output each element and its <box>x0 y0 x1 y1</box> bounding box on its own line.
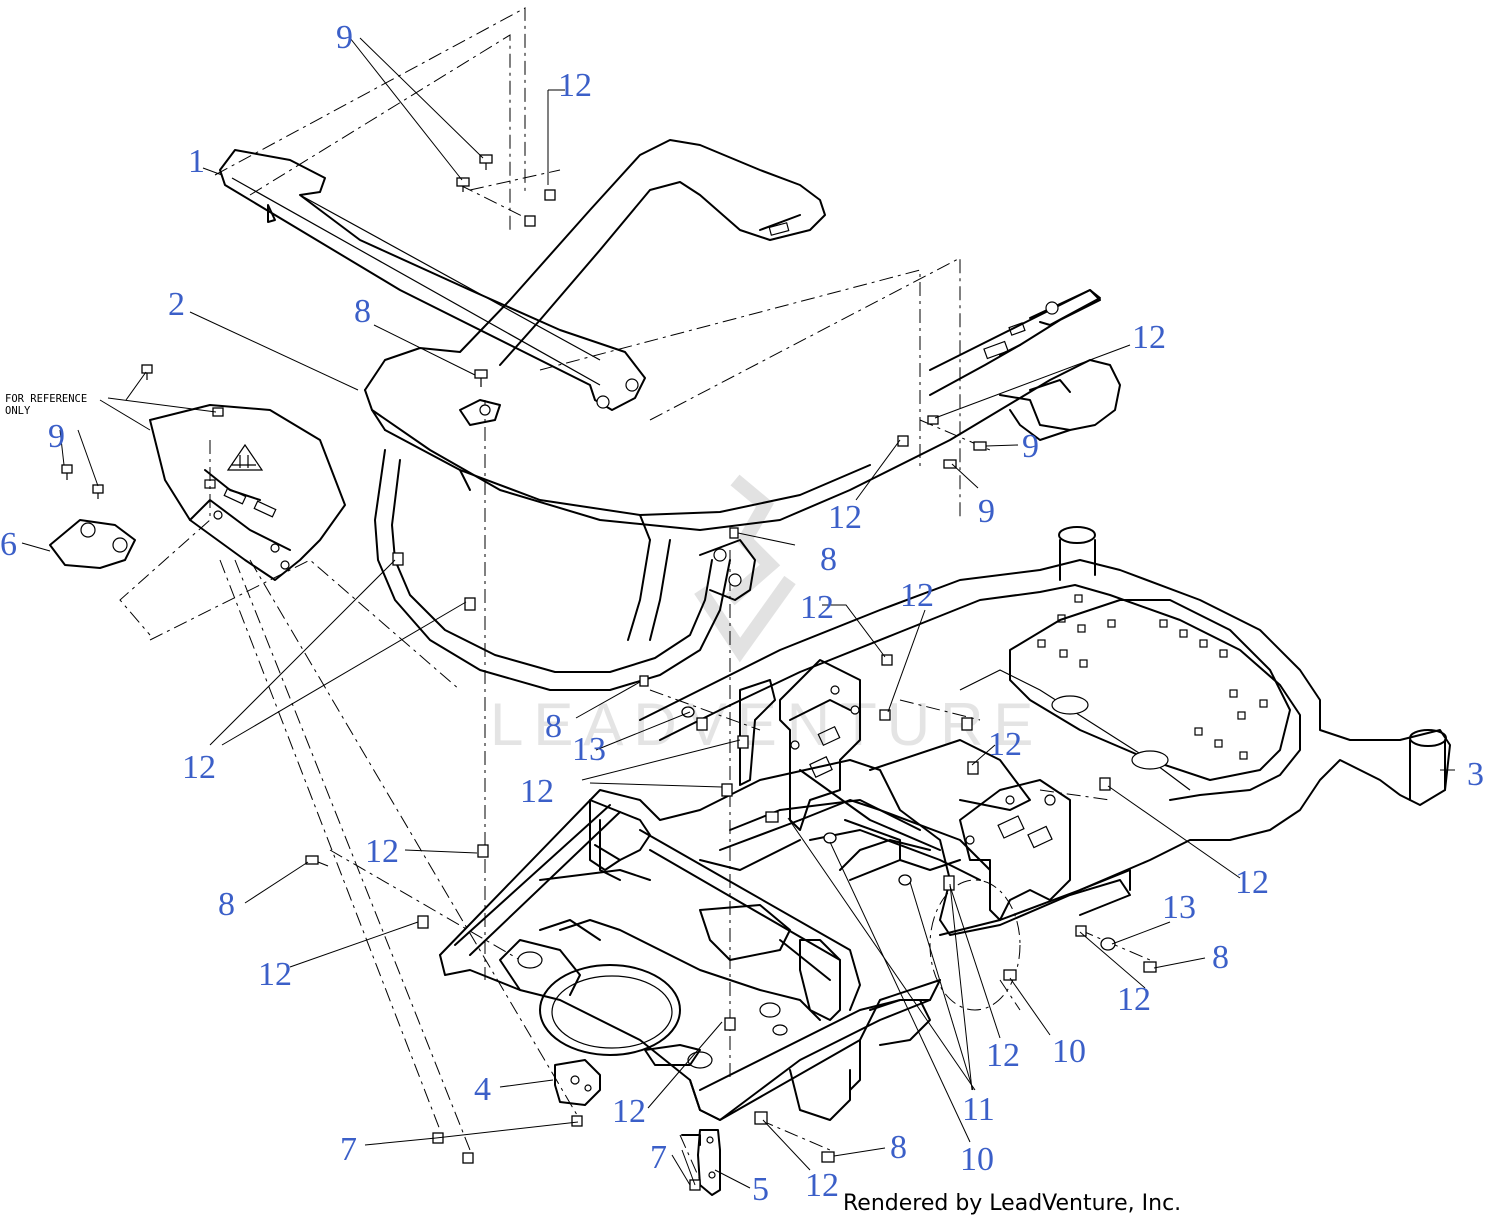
bolt <box>943 459 957 469</box>
bolt <box>474 369 488 387</box>
callout-12-far-lower-left: 12 <box>258 956 292 993</box>
shield-cover-assembly <box>149 404 346 581</box>
bolt <box>61 464 73 480</box>
callout-12-left: 12 <box>182 749 216 786</box>
callout-13-right: 13 <box>1162 889 1196 926</box>
alignment-lines <box>119 7 1151 1181</box>
nut <box>524 215 536 227</box>
nut <box>1099 777 1111 791</box>
callout-7-left: 7 <box>340 1131 357 1168</box>
callout-2: 2 <box>168 286 185 323</box>
upper-fender-panel <box>219 149 646 411</box>
callout-7-right: 7 <box>650 1139 667 1176</box>
bolt <box>821 1151 835 1163</box>
callout-9-right-upper: 9 <box>1022 428 1039 465</box>
callout-11: 11 <box>962 1091 995 1128</box>
credit-text: Rendered by LeadVenture, Inc. <box>843 1191 1181 1216</box>
reference-note: FOR REFERENCE ONLY <box>5 393 87 417</box>
bolt <box>571 1115 583 1127</box>
washer <box>898 874 912 886</box>
callout-8-center: 8 <box>820 541 837 578</box>
callout-12-upper-right: 12 <box>1132 319 1166 356</box>
nut <box>897 435 909 447</box>
bolt <box>729 527 739 539</box>
callout-12-lower-left: 12 <box>365 833 399 870</box>
rollover-frame-tube <box>364 139 1121 691</box>
bolt <box>973 441 987 451</box>
nut <box>737 735 749 749</box>
nut <box>724 1017 736 1031</box>
callout-12-bottom: 12 <box>805 1167 839 1204</box>
watermark-text: LEADVENTURE <box>490 691 1043 758</box>
bolt <box>141 364 153 380</box>
bolt <box>1075 925 1087 937</box>
callout-6: 6 <box>0 526 17 563</box>
callout-3: 3 <box>1467 756 1484 793</box>
callout-8-left: 8 <box>218 886 235 923</box>
nut <box>464 597 476 611</box>
callout-12-right: 12 <box>1235 864 1269 901</box>
callout-9-left: 9 <box>48 418 65 455</box>
bolt <box>927 415 939 425</box>
callout-10-bottom: 10 <box>960 1141 994 1178</box>
washer <box>681 706 695 718</box>
mount-plate-part-6 <box>49 519 136 569</box>
callout-12-center-upper: 12 <box>828 499 862 536</box>
callout-12-bottom-center: 12 <box>612 1093 646 1130</box>
reference-note-line2: ONLY <box>5 405 31 417</box>
callout-12-mid-left: 12 <box>520 773 554 810</box>
nut <box>417 915 429 929</box>
leadventure-watermark: LEADVENTURE <box>490 474 1043 758</box>
callout-4: 4 <box>474 1071 491 1108</box>
callout-8-bottom: 8 <box>890 1129 907 1166</box>
callout-12-center-right: 12 <box>900 577 934 614</box>
bolt <box>479 154 493 170</box>
reference-note-line1: FOR REFERENCE <box>5 393 87 405</box>
callouts: 1 2 3 4 5 6 7 7 8 8 8 8 8 8 9 9 9 9 10 1… <box>0 19 1484 1208</box>
bolt <box>765 811 779 823</box>
bolt <box>1003 969 1017 981</box>
leader-lines <box>21 37 1455 1189</box>
nut <box>943 875 955 891</box>
frame-slots <box>1037 594 1268 760</box>
nut <box>477 844 489 858</box>
small-bracket-part-4 <box>554 1059 601 1106</box>
callout-8-right: 8 <box>1212 939 1229 976</box>
callout-8-top: 8 <box>354 293 371 330</box>
nut <box>721 783 733 797</box>
nut <box>967 761 979 775</box>
hinge-bracket-part-5 <box>681 1129 721 1196</box>
nut <box>392 552 404 566</box>
chassis-main-frame <box>439 526 1451 1121</box>
nut <box>462 1152 474 1164</box>
bolt <box>1143 961 1157 973</box>
center-mount-brackets <box>739 659 1071 921</box>
callout-12-center: 12 <box>800 589 834 626</box>
callout-10-right: 10 <box>1052 1033 1086 1070</box>
bolt <box>305 855 329 867</box>
nut <box>961 717 973 731</box>
callout-9-top: 9 <box>336 19 353 56</box>
nut <box>544 189 556 201</box>
callout-8-mid-left: 8 <box>545 708 562 745</box>
callout-12-bottom-right: 12 <box>986 1037 1020 1074</box>
bolt <box>456 177 470 192</box>
callout-13-left: 13 <box>572 731 606 768</box>
callout-1: 1 <box>188 143 205 180</box>
callout-12-top: 12 <box>558 67 592 104</box>
washer <box>1100 937 1116 951</box>
callout-12-lower-right: 12 <box>1117 981 1151 1018</box>
bolt <box>639 675 649 687</box>
nut <box>881 654 893 666</box>
nut <box>696 717 708 731</box>
callout-12-mid-right: 12 <box>988 726 1022 763</box>
nut <box>879 709 891 721</box>
washer <box>823 832 837 844</box>
callout-9-right-lower: 9 <box>978 493 995 530</box>
callout-5: 5 <box>752 1171 769 1208</box>
bolt <box>92 484 104 499</box>
